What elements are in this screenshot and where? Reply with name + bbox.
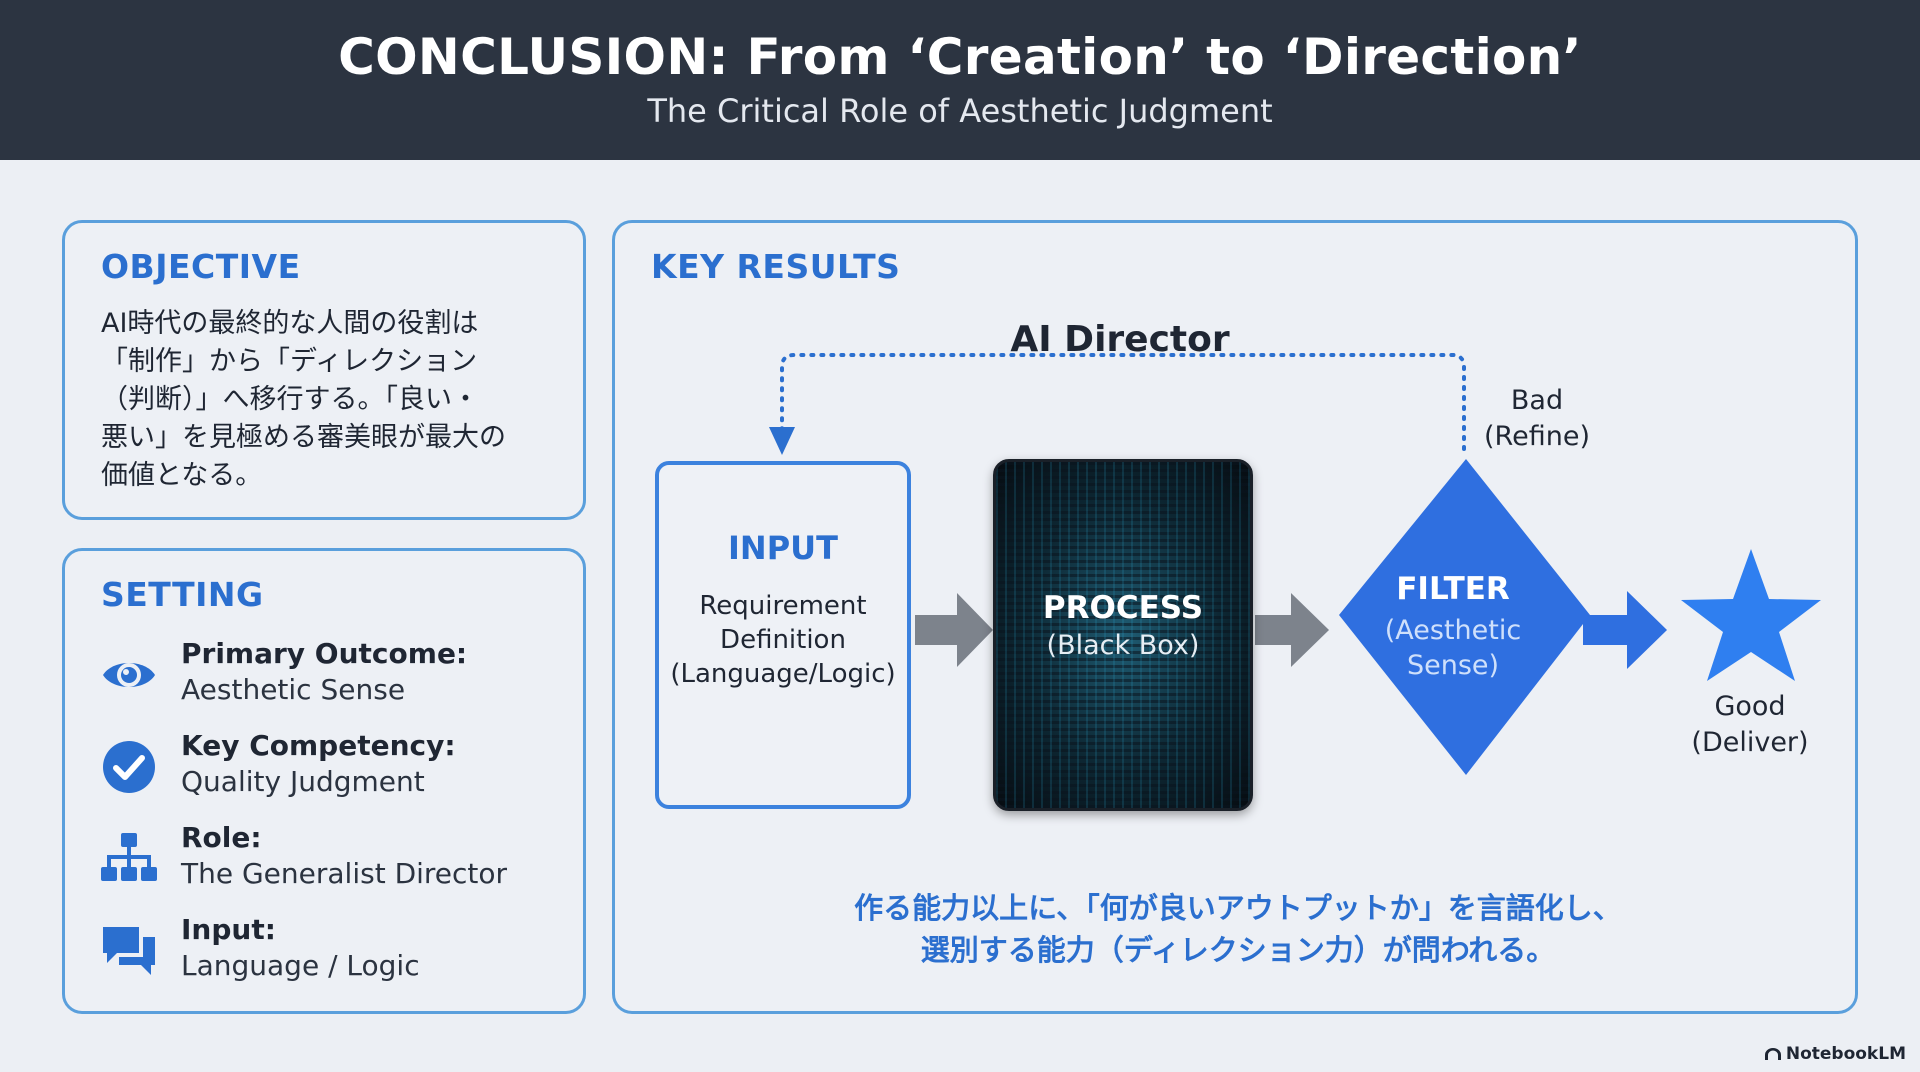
bad-line: Bad	[1510, 385, 1564, 416]
filter-subtitle: (Aesthetic Sense)	[1343, 613, 1563, 683]
chat-bubbles-icon	[103, 927, 155, 975]
ai-director-title: AI Director	[1010, 319, 1230, 360]
process-title: PROCESS	[1042, 590, 1204, 626]
good-line: Good	[1714, 691, 1786, 722]
arrow-input-to-process	[915, 593, 993, 667]
objective-line: 悪い」を見極める審美眼が最大の	[101, 422, 506, 453]
input-description: Requirement Definition (Language/Logic)	[659, 589, 907, 691]
good-deliver-label: Good (Deliver)	[1675, 689, 1825, 761]
eye-icon	[103, 663, 155, 687]
page-title: CONCLUSION: From ‘Creation’ to ‘Directio…	[338, 28, 1582, 86]
setting-label: Primary Outcome:	[181, 637, 468, 670]
good-line: (Deliver)	[1691, 727, 1809, 758]
setting-item-input: Input: Language / Logic	[101, 913, 561, 993]
flow-diagram: AI Director INPUT Requirement Definition…	[615, 223, 1861, 1017]
conclusion-line: 選別する能力（ディレクション力）が問われる。	[920, 933, 1556, 967]
setting-value: Language / Logic	[181, 949, 420, 982]
objective-heading: OBJECTIVE	[101, 247, 301, 286]
feedback-arrowhead	[769, 427, 795, 455]
input-box: INPUT Requirement Definition (Language/L…	[655, 461, 911, 809]
brand-label: NotebookLM	[1785, 1044, 1906, 1064]
key-results-panel: KEY RESULTS	[612, 220, 1858, 1014]
notebooklm-brand: NotebookLM	[1764, 1044, 1906, 1064]
filter-line: Sense)	[1406, 650, 1500, 681]
header-bar: CONCLUSION: From ‘Creation’ to ‘Directio…	[0, 0, 1920, 160]
setting-item-primary-outcome: Primary Outcome: Aesthetic Sense	[101, 637, 561, 717]
bad-line: (Refine)	[1484, 421, 1590, 452]
check-circle-icon	[103, 741, 155, 793]
setting-value: The Generalist Director	[181, 857, 508, 890]
filter-line: (Aesthetic	[1384, 615, 1522, 646]
setting-label: Input:	[181, 913, 276, 946]
setting-value: Quality Judgment	[181, 765, 425, 798]
filter-title: FILTER	[1396, 571, 1510, 607]
conclusion-text: 作る能力以上に、「何が良いアウトプットか」を言語化し、 選別する能力（ディレクシ…	[615, 887, 1861, 971]
arrow-filter-to-good	[1583, 591, 1667, 669]
bad-refine-label: Bad (Refine)	[1457, 383, 1617, 455]
setting-value: Aesthetic Sense	[181, 673, 406, 706]
setting-label: Key Competency:	[181, 729, 456, 762]
input-line: Definition	[720, 625, 846, 655]
process-black-box: PROCESS (Black Box)	[993, 459, 1253, 811]
star-icon	[1681, 549, 1821, 681]
input-title: INPUT	[728, 529, 838, 567]
flow-connectors	[769, 353, 1821, 775]
objective-line: 価値となる。	[101, 460, 263, 491]
filter-diamond	[1339, 459, 1590, 775]
setting-label: Role:	[181, 821, 262, 854]
objective-line: 「制作」から「ディレクション	[101, 346, 478, 377]
page-subtitle: The Critical Role of Aesthetic Judgment	[647, 92, 1273, 130]
org-chart-icon	[101, 833, 157, 881]
setting-heading: SETTING	[101, 575, 264, 614]
notebooklm-logo-icon	[1764, 1048, 1781, 1060]
setting-panel: SETTING Primary Outcome: Aesthetic Sense…	[62, 548, 586, 1014]
setting-item-role: Role: The Generalist Director	[101, 821, 561, 901]
filter-label: FILTER (Aesthetic Sense)	[1343, 571, 1563, 683]
objective-text: AI時代の最終的な人間の役割は 「制作」から「ディレクション （判断）」へ移行す…	[101, 305, 561, 495]
input-line: (Language/Logic)	[670, 659, 896, 689]
objective-line: AI時代の最終的な人間の役割は	[101, 308, 479, 339]
input-line: Requirement	[699, 591, 867, 621]
conclusion-line: 作る能力以上に、「何が良いアウトプットか」を言語化し、	[854, 891, 1622, 925]
arrow-process-to-filter	[1255, 593, 1329, 667]
objective-line: （判断）」へ移行する。「良い・	[101, 384, 479, 415]
key-results-heading: KEY RESULTS	[651, 247, 901, 286]
setting-item-key-competency: Key Competency: Quality Judgment	[101, 729, 561, 809]
process-subtitle: (Black Box)	[1046, 630, 1200, 661]
objective-panel: OBJECTIVE AI時代の最終的な人間の役割は 「制作」から「ディレクション…	[62, 220, 586, 520]
feedback-loop-line	[780, 353, 1466, 451]
